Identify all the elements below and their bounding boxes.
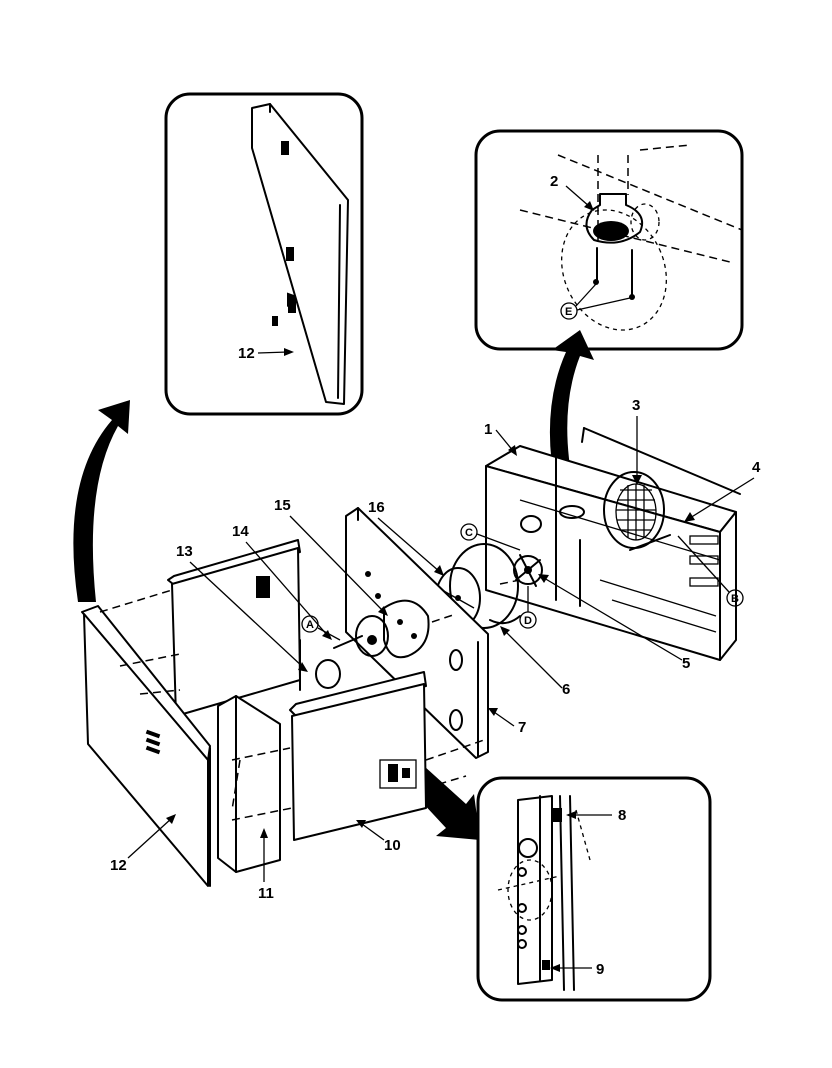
bracket-plate	[345, 507, 489, 759]
inset-top-fitting: 2 E	[474, 129, 744, 351]
label-12-bottom: 12	[110, 857, 127, 874]
label-9: 9	[596, 961, 604, 978]
label-14: 14	[232, 523, 249, 540]
arrow-to-top-left-inset	[73, 400, 130, 602]
callout-B: B	[731, 593, 739, 605]
cabinet-assembly	[81, 539, 521, 887]
label-2: 2	[550, 173, 558, 190]
arrow-to-top-right-inset	[549, 330, 594, 490]
label-11: 11	[258, 885, 274, 902]
label-8: 8	[618, 807, 626, 824]
label-1: 1	[484, 421, 492, 438]
callout-A: A	[306, 619, 314, 631]
label-12-top: 12	[238, 345, 255, 362]
callout-D: D	[524, 615, 532, 627]
main-unit-housing	[485, 427, 741, 661]
label-15: 15	[274, 497, 291, 514]
label-4: 4	[752, 459, 761, 476]
panel-louvers	[272, 141, 296, 326]
arrow-to-bottom-right-inset	[420, 766, 480, 840]
label-7: 7	[518, 719, 526, 736]
label-16: 16	[368, 499, 385, 516]
label-10: 10	[384, 837, 401, 854]
label-13: 13	[176, 543, 193, 560]
label-6: 6	[562, 681, 570, 698]
inset-bracket-detail: 8 9	[476, 776, 712, 1002]
label-5: 5	[682, 655, 690, 672]
callout-C: C	[465, 527, 473, 539]
callout-E: E	[565, 306, 572, 318]
label-3: 3	[632, 397, 640, 414]
inset-side-panel: 12	[164, 92, 364, 416]
grille-mesh	[616, 484, 656, 540]
